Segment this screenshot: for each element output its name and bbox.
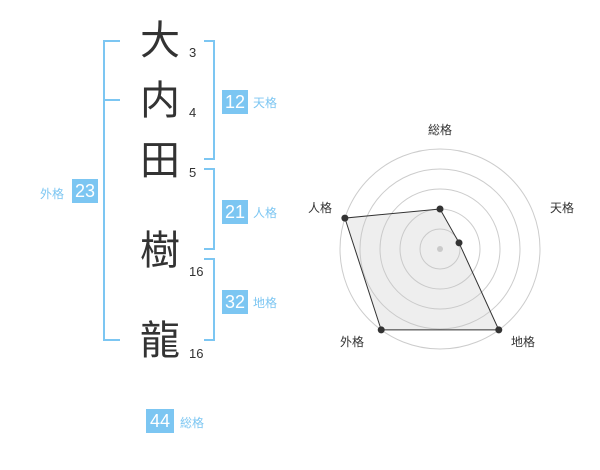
stroke-count-3: 5	[189, 165, 197, 180]
name-char-4: 樹	[140, 228, 180, 274]
radar-grid-ring	[359, 168, 521, 330]
stroke-count-1: 3	[189, 45, 197, 60]
stroke-count-4: 16	[189, 264, 204, 279]
name-char-3: 田	[140, 138, 180, 184]
jinkaku-value: 21	[222, 200, 248, 224]
radar-point-1	[436, 205, 444, 213]
gaikaku-label: 外格	[40, 187, 65, 201]
name-char-5: 龍	[140, 318, 180, 364]
stroke-count-5: 16	[189, 346, 204, 361]
radar-label-jinkaku: 人格	[308, 201, 333, 215]
radar-grid-ring	[419, 228, 461, 270]
radar-label-tenkaku: 天格	[550, 201, 575, 215]
stroke-count-2: 4	[189, 105, 197, 120]
jinkaku-label: 人格	[253, 206, 278, 220]
radar-label-chikaku: 地格	[511, 335, 536, 349]
gaikaku-value: 23	[72, 179, 98, 203]
tenkaku-value: 12	[222, 90, 248, 114]
radar-point-4	[377, 326, 385, 334]
radar-point-5	[341, 214, 349, 222]
soukaku-label: 総格	[180, 416, 205, 430]
radar-score-polygon	[344, 208, 500, 331]
name-char-2: 内	[140, 78, 180, 124]
radar-grid-ring	[339, 148, 541, 350]
radar-point-2	[455, 239, 463, 247]
radar-grid-ring	[379, 188, 501, 310]
chikaku-label: 地格	[253, 296, 278, 310]
chikaku-value: 32	[222, 290, 248, 314]
name-char-1: 大	[140, 18, 180, 64]
radar-point-3	[495, 326, 503, 334]
radar-label-soukaku: 総格	[428, 123, 453, 137]
tenkaku-label: 天格	[253, 96, 278, 110]
radar-label-gaikaku: 外格	[340, 335, 365, 349]
radar-center	[437, 246, 443, 252]
soukaku-value: 44	[146, 409, 174, 433]
